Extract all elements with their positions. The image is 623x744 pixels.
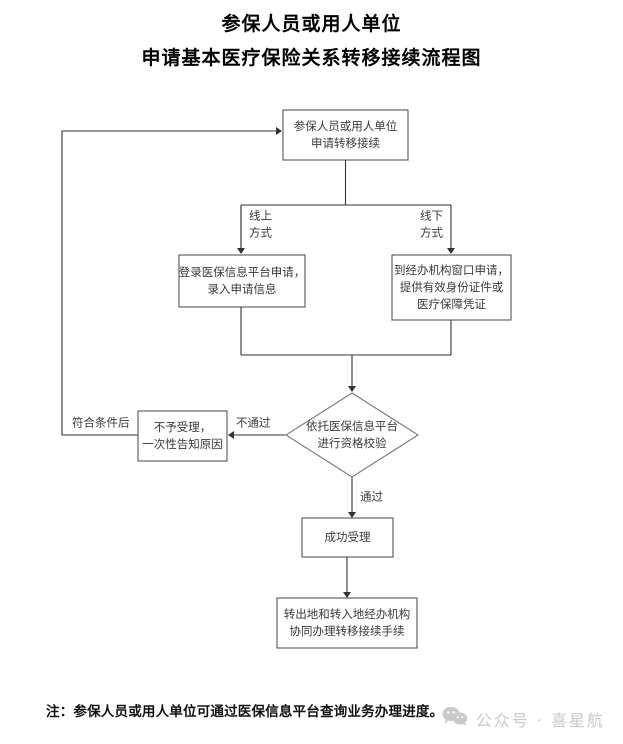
node-text-line: 不予受理， — [154, 420, 212, 434]
flow-node-verify — [284, 392, 420, 478]
page-title: 参保人员或用人单位 申请基本医疗保险关系转移接续流程图 — [0, 8, 623, 76]
flow-node-handle — [276, 597, 418, 649]
edges-layer — [61, 127, 455, 598]
edge-label: 通过 — [360, 490, 383, 504]
node-text-line: 录入申请信息 — [208, 282, 277, 296]
title-line-2: 申请基本医疗保险关系转移接续流程图 — [141, 48, 482, 69]
node-text-line: 一次性告知原因 — [142, 437, 223, 451]
wechat-icon — [442, 706, 468, 731]
flow-node-accepted — [301, 517, 394, 558]
flow-node-start — [282, 109, 409, 161]
edge-label: 不通过 — [236, 416, 271, 430]
node-text-line: 登录医保信息平台申请， — [179, 265, 306, 279]
node-text-line: 提供有效身份证件或 — [400, 280, 504, 294]
node-text-line: 进行资格校验 — [318, 436, 387, 450]
title-line-1: 参保人员或用人单位 — [221, 14, 402, 35]
edge-arrowhead — [447, 248, 455, 254]
edge-label: 符合条件后 — [72, 416, 130, 430]
edge-label: 方式 — [420, 226, 443, 240]
node-text-line: 转出地和转入地经办机构 — [284, 607, 411, 621]
flow-node-offline — [391, 254, 512, 321]
node-text-line: 协同办理转移接续手续 — [290, 624, 405, 638]
edge-arrowhead — [276, 127, 282, 135]
edge-arrowhead — [348, 512, 356, 518]
edge-arrowhead — [343, 592, 351, 598]
edge-label: 方式 — [249, 226, 272, 240]
node-text-line: 依托医保信息平台 — [306, 419, 398, 433]
node-text-line: 医疗保障凭证 — [417, 297, 486, 311]
edge-arrowhead — [348, 386, 356, 392]
node-text-line: 到经办机构窗口申请， — [394, 263, 509, 277]
brand-label: 公众号 · 喜星航 — [475, 710, 605, 730]
flow-edge — [61, 130, 279, 436]
node-text-line: 申请转移接续 — [311, 136, 380, 150]
brand-watermark: 公众号 · 喜星航 — [442, 706, 605, 731]
edge-arrowhead — [228, 431, 234, 439]
flow-node-online — [178, 254, 306, 308]
footer-note: 注：参保人员或用人单位可通过医保信息平台查询业务办理进度。 — [46, 704, 444, 719]
edge-arrowhead — [237, 248, 245, 254]
node-text-line: 参保人员或用人单位 — [294, 119, 398, 133]
flow-edge — [240, 307, 452, 388]
node-text-line: 成功受理 — [325, 530, 371, 544]
edge-label: 线上 — [249, 209, 272, 223]
flow-node-reject — [137, 410, 228, 462]
edge-label: 线下 — [420, 209, 443, 223]
